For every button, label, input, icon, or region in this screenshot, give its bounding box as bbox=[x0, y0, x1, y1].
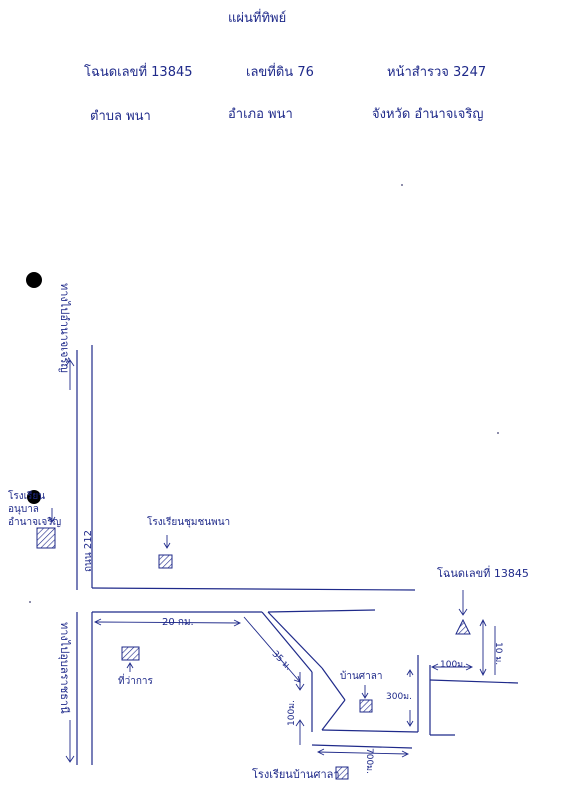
deed-number: โฉนดเลขที่ 13845 bbox=[84, 65, 193, 80]
province: จังหวัด อำนาจเจริญ bbox=[372, 107, 484, 122]
distance-20km: 20 กม. bbox=[162, 617, 194, 628]
distance-100m-left: 100ม. bbox=[287, 700, 297, 726]
school-building-icon bbox=[158, 554, 173, 569]
main-road bbox=[76, 345, 93, 765]
punch-hole-mid bbox=[27, 490, 41, 504]
cross-road bbox=[91, 587, 416, 613]
distance-100m-right: 100ม. bbox=[440, 660, 466, 670]
distance-10m: 10 ม. bbox=[493, 642, 503, 666]
dimension-35m bbox=[243, 616, 301, 683]
diagonal-roads bbox=[261, 611, 346, 732]
subdistrict: ตำบล พนา bbox=[90, 109, 151, 124]
land-number: เลขที่ดิน 76 bbox=[246, 65, 314, 80]
bottom-school-label: โรงเรียนบ้านศาลา bbox=[252, 768, 340, 781]
target-plot-icon bbox=[455, 618, 471, 635]
survey-page: หน้าสำรวจ 3247 bbox=[387, 65, 487, 80]
plot-outline bbox=[311, 655, 519, 749]
left-building-label: โรงเรียนอนุบาล อำนาจเจริญ bbox=[8, 491, 62, 528]
dimension-20km bbox=[93, 618, 242, 627]
target-deed-label: โฉนดเลขที่ 13845 bbox=[437, 567, 529, 580]
left-building-icon bbox=[36, 527, 56, 549]
distance-300m: 300ม. bbox=[386, 692, 412, 702]
south-arrow bbox=[65, 720, 75, 763]
school-label: โรงเรียนชุมชนพนา bbox=[147, 517, 231, 528]
bottom-school-icon bbox=[335, 766, 349, 780]
district: อำเภอ พนา bbox=[228, 107, 293, 122]
district-office-icon bbox=[121, 646, 140, 661]
house-label: บ้านศาลา bbox=[340, 671, 383, 682]
north-arrow bbox=[65, 359, 75, 390]
north-direction-label: ทางไปอำนาจเจริญ bbox=[58, 283, 71, 373]
district-office-label: ที่ว่าการ bbox=[118, 676, 153, 687]
road-212-label: ถนน 212 bbox=[83, 530, 94, 572]
map-title: แผ่นที่ทิพย์ bbox=[228, 11, 287, 26]
house-building-icon bbox=[359, 699, 373, 713]
south-direction-label: ทางไปอุบลราชธานี bbox=[58, 622, 71, 714]
distance-700m: 700ม. bbox=[364, 748, 374, 774]
punch-hole-top bbox=[26, 272, 42, 288]
